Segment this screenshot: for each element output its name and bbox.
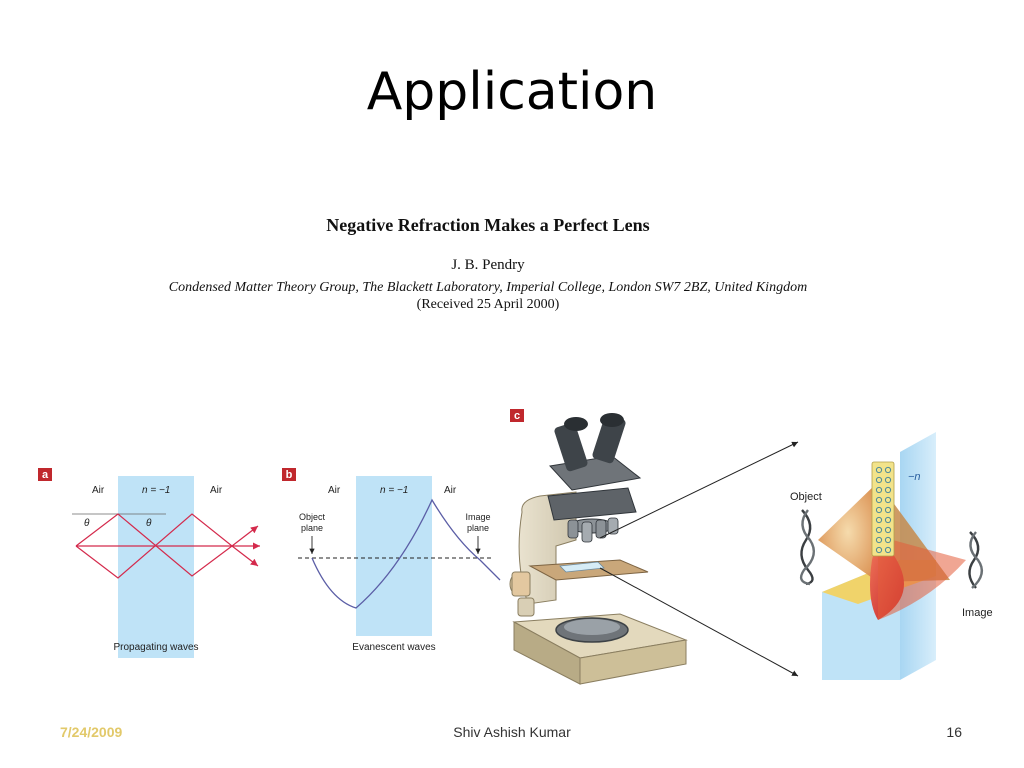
panel-a: a Air n = −1 Air θ θ Propagating waves <box>38 468 260 658</box>
slide-title: Application <box>366 62 658 122</box>
panel-a-ray-1 <box>75 513 259 577</box>
dna-object <box>799 509 816 586</box>
panel-a-caption: Propagating waves <box>113 642 198 653</box>
panel-c-label: c <box>514 410 520 422</box>
paper-received-date: (Received 25 April 2000) <box>416 297 560 312</box>
panel-a-angle-left: θ <box>84 518 90 529</box>
footer-author: Shiv Ashish Kumar <box>453 724 571 740</box>
footer-page-number: 16 <box>946 724 962 740</box>
panel-a-label: a <box>42 469 49 481</box>
panel-b: b Air n = −1 Air Object plane Image plan… <box>282 468 501 653</box>
panel-b-image-plane-2: plane <box>467 523 489 533</box>
panel-a-right-medium: Air <box>210 485 223 496</box>
panel-b-label: b <box>286 469 293 481</box>
panel-b-label-box <box>282 468 296 481</box>
lens-index-label: −n <box>908 471 921 483</box>
paper-author: J. B. Pendry <box>451 257 525 273</box>
panel-b-object-plane-2: plane <box>301 523 323 533</box>
figure: a Air n = −1 Air θ θ Propagating waves b… <box>38 409 993 685</box>
panel-a-left-medium: Air <box>92 485 105 496</box>
panel-a-ray-2 <box>75 513 259 579</box>
panel-a-slab-index: n = −1 <box>142 485 170 496</box>
lens-image-label: Image <box>962 607 993 619</box>
panel-a-angle-right: θ <box>146 518 152 529</box>
lens-object-label: Object <box>790 491 822 503</box>
panel-b-caption: Evanescent waves <box>352 642 435 653</box>
footer-date: 7/24/2009 <box>60 724 123 740</box>
panel-b-image-plane-1: Image <box>465 512 490 522</box>
microscope-illustration <box>509 413 688 685</box>
panel-a-label-box <box>38 468 52 481</box>
panel-c-label-box <box>510 409 524 422</box>
perfect-lens-illustration: Object Image −n <box>790 432 993 680</box>
paper-affiliation: Condensed Matter Theory Group, The Black… <box>168 280 808 295</box>
zoom-line-top <box>599 441 799 539</box>
paper-title: Negative Refraction Makes a Perfect Lens <box>326 215 650 235</box>
panel-b-right-medium: Air <box>444 485 457 496</box>
panel-b-left-medium: Air <box>328 485 341 496</box>
panel-b-object-plane-1: Object <box>299 512 326 522</box>
dna-image <box>968 531 984 589</box>
panel-c: c <box>509 409 993 685</box>
zoom-line-bottom <box>599 567 799 677</box>
panel-b-evanescent-curve <box>311 498 501 609</box>
panel-b-slab <box>356 476 432 636</box>
panel-b-slab-index: n = −1 <box>380 485 408 496</box>
panel-a-slab <box>118 476 194 658</box>
